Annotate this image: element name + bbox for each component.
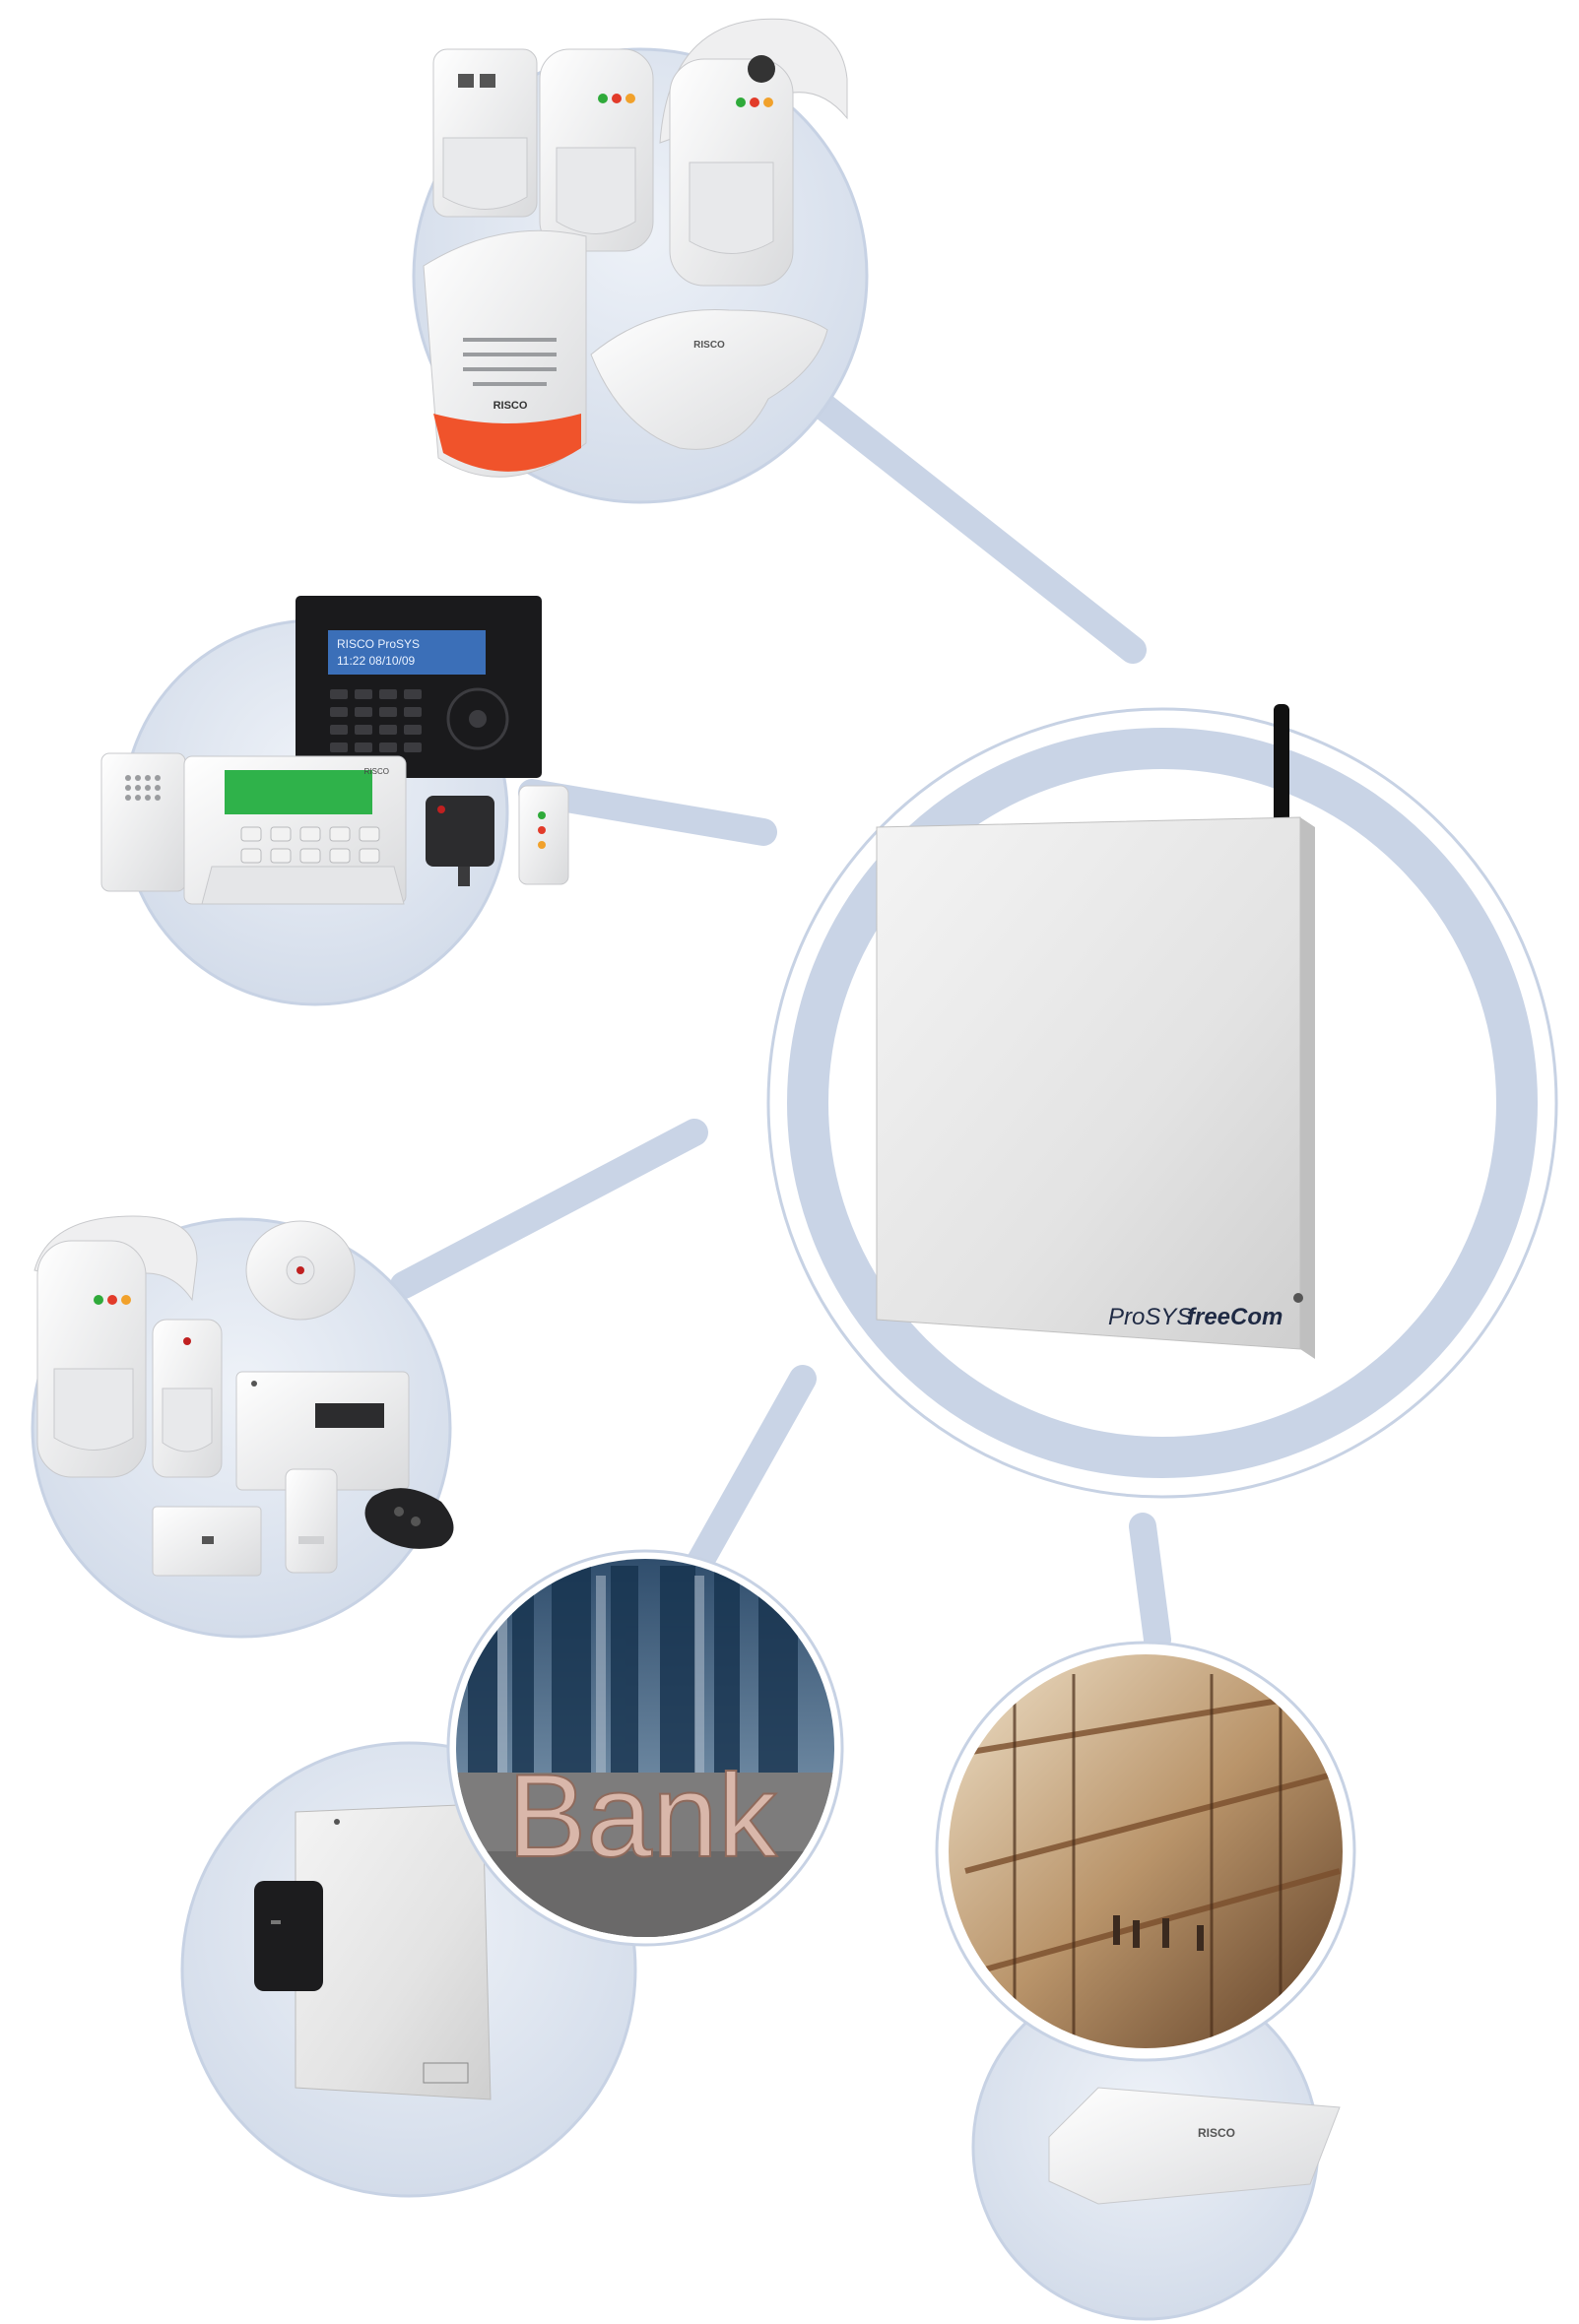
control-panel-icon: ProSYS freeCom xyxy=(876,816,1315,1359)
connector-bank xyxy=(676,1365,817,1594)
hub-group: ProSYS freeCom xyxy=(766,704,1558,1499)
dual-tech-detector-icon xyxy=(539,48,654,252)
bank-photo: Bank xyxy=(446,1549,844,1947)
small-module-icon xyxy=(518,785,569,885)
ceiling-detector-icon: RISCO xyxy=(590,309,828,450)
outdoor-detector-icon xyxy=(659,18,848,287)
keyfob-icon xyxy=(364,1488,454,1549)
wireless-group xyxy=(31,1215,454,1639)
siren-icon: RISCO xyxy=(423,229,587,478)
connector-top xyxy=(794,380,1147,664)
touch-keypad-icon: RISCO ProSYS 11:22 08/10/09 xyxy=(296,596,542,778)
hub-product: freeCom xyxy=(1187,1304,1283,1330)
mall-photo xyxy=(935,1641,1356,2062)
hub-brand: ProSYS xyxy=(1108,1304,1192,1330)
antenna-icon xyxy=(1274,704,1289,832)
flush-contact-icon xyxy=(152,1506,262,1577)
connector-lines xyxy=(390,380,1171,1653)
connector-wireless xyxy=(390,1119,708,1299)
siren-brand-label: RISCO xyxy=(493,400,528,412)
smoke-detector-icon xyxy=(245,1220,356,1321)
wireless-outdoor-detector-icon xyxy=(33,1215,198,1478)
svg-text:RISCO: RISCO xyxy=(693,340,725,351)
mall-group: RISCO xyxy=(935,1641,1356,2321)
proximity-reader-icon xyxy=(426,796,494,886)
lcd-keypad-icon: RISCO xyxy=(183,755,407,905)
wireless-pir-icon xyxy=(152,1319,223,1478)
card-reader-icon xyxy=(254,1881,323,1991)
wireless-receiver-icon xyxy=(235,1371,410,1491)
expansion-module-icon: RISCO xyxy=(1048,2087,1341,2205)
touch-keypad-line1: RISCO ProSYS xyxy=(337,637,420,651)
module-brand: RISCO xyxy=(1198,2126,1235,2140)
access-control-panel-icon xyxy=(295,1803,492,2100)
pir-detector-icon xyxy=(432,48,538,218)
touch-keypad-line2: 11:22 08/10/09 xyxy=(337,654,416,668)
keypads-group: RISCO ProSYS 11:22 08/10/09 RISC xyxy=(100,596,569,1006)
voice-keypad-icon xyxy=(100,752,186,892)
bank-group: Bank xyxy=(180,1549,844,2198)
bank-sign: Bank xyxy=(507,1750,778,1882)
lcd-keypad-brand: RISCO xyxy=(364,767,389,776)
connector-keypads xyxy=(518,779,777,846)
door-contact-icon xyxy=(285,1468,338,1574)
detectors-group: RISCO RISCO xyxy=(412,18,869,504)
connector-mall xyxy=(1129,1513,1171,1653)
